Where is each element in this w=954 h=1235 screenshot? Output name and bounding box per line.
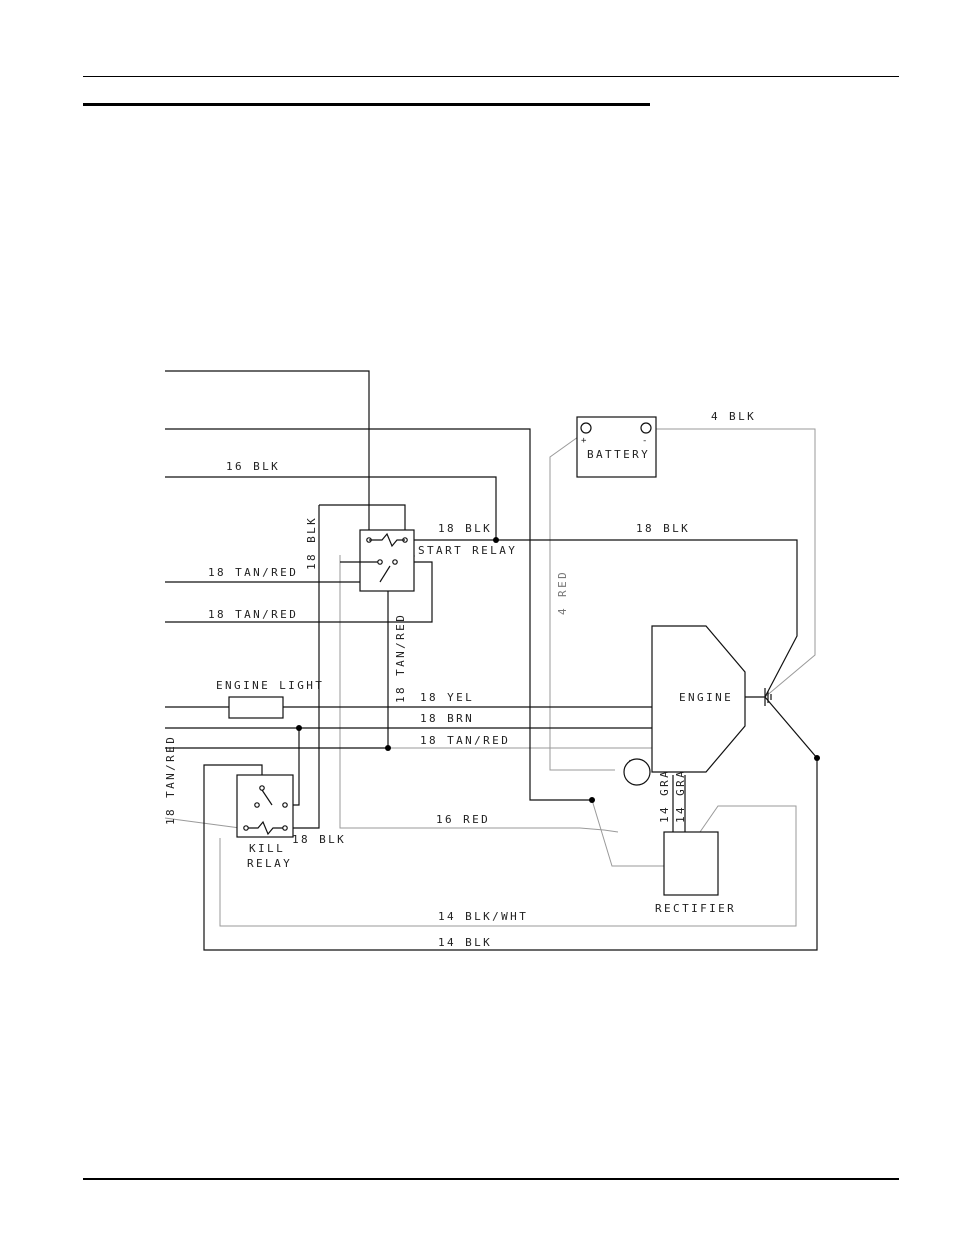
kill-relay-label-2: RELAY	[247, 857, 292, 870]
engine-light-label: ENGINE LIGHT	[216, 679, 324, 692]
start-relay-label: START RELAY	[418, 544, 517, 557]
rectifier-label: RECTIFIER	[655, 902, 736, 915]
gray-wires	[164, 428, 816, 927]
battery-label: BATTERY	[587, 448, 650, 461]
wire-label-4red: 4 RED	[556, 570, 569, 615]
wire-label-4blk: 4 BLK	[711, 410, 756, 423]
engine-label: ENGINE	[679, 691, 733, 704]
rectifier	[663, 831, 719, 896]
wire-label-18tanred-2: 18 TAN/RED	[208, 608, 298, 621]
wire-label-14blkwht: 14 BLK/WHT	[438, 910, 528, 923]
header-rule-thin	[83, 76, 899, 77]
engine-block	[651, 625, 746, 773]
wire-label-18tanred-vert: 18 TAN/RED	[394, 613, 407, 703]
wire-label-18brn: 18 BRN	[420, 712, 474, 725]
battery-pos-label: +	[581, 436, 589, 446]
wire-label-14gra-2: 14 GRA	[674, 769, 687, 823]
start-relay	[340, 529, 415, 592]
battery-neg-label: -	[642, 436, 650, 446]
wire-label-16blk: 16 BLK	[226, 460, 280, 473]
wire-label-14blk: 14 BLK	[438, 936, 492, 949]
wire-label-18tanred-left: 18 TAN/RED	[164, 735, 177, 825]
wire-label-18blk-vert: 18 BLK	[305, 516, 318, 570]
wire-label-18blk-right: 18 BLK	[636, 522, 690, 535]
wire-label-16red: 16 RED	[436, 813, 490, 826]
header-rule-thick	[83, 103, 650, 106]
wire-label-14gra-1: 14 GRA	[658, 769, 671, 823]
wire-label-18blk-kill: 18 BLK	[292, 833, 346, 846]
starter-solenoid	[623, 758, 651, 786]
wire-label-18blk-top: 18 BLK	[438, 522, 492, 535]
wire-label-18tanred-h: 18 TAN/RED	[420, 734, 510, 747]
wire-label-18yel: 18 YEL	[420, 691, 474, 704]
engine-light-lamp	[228, 696, 284, 719]
kill-relay-label-1: KILL	[249, 842, 285, 855]
battery	[576, 416, 657, 478]
wire-label-18tanred-1: 18 TAN/RED	[208, 566, 298, 579]
kill-relay	[236, 774, 294, 838]
junction-dots	[296, 537, 820, 803]
footer-rule	[83, 1178, 899, 1180]
